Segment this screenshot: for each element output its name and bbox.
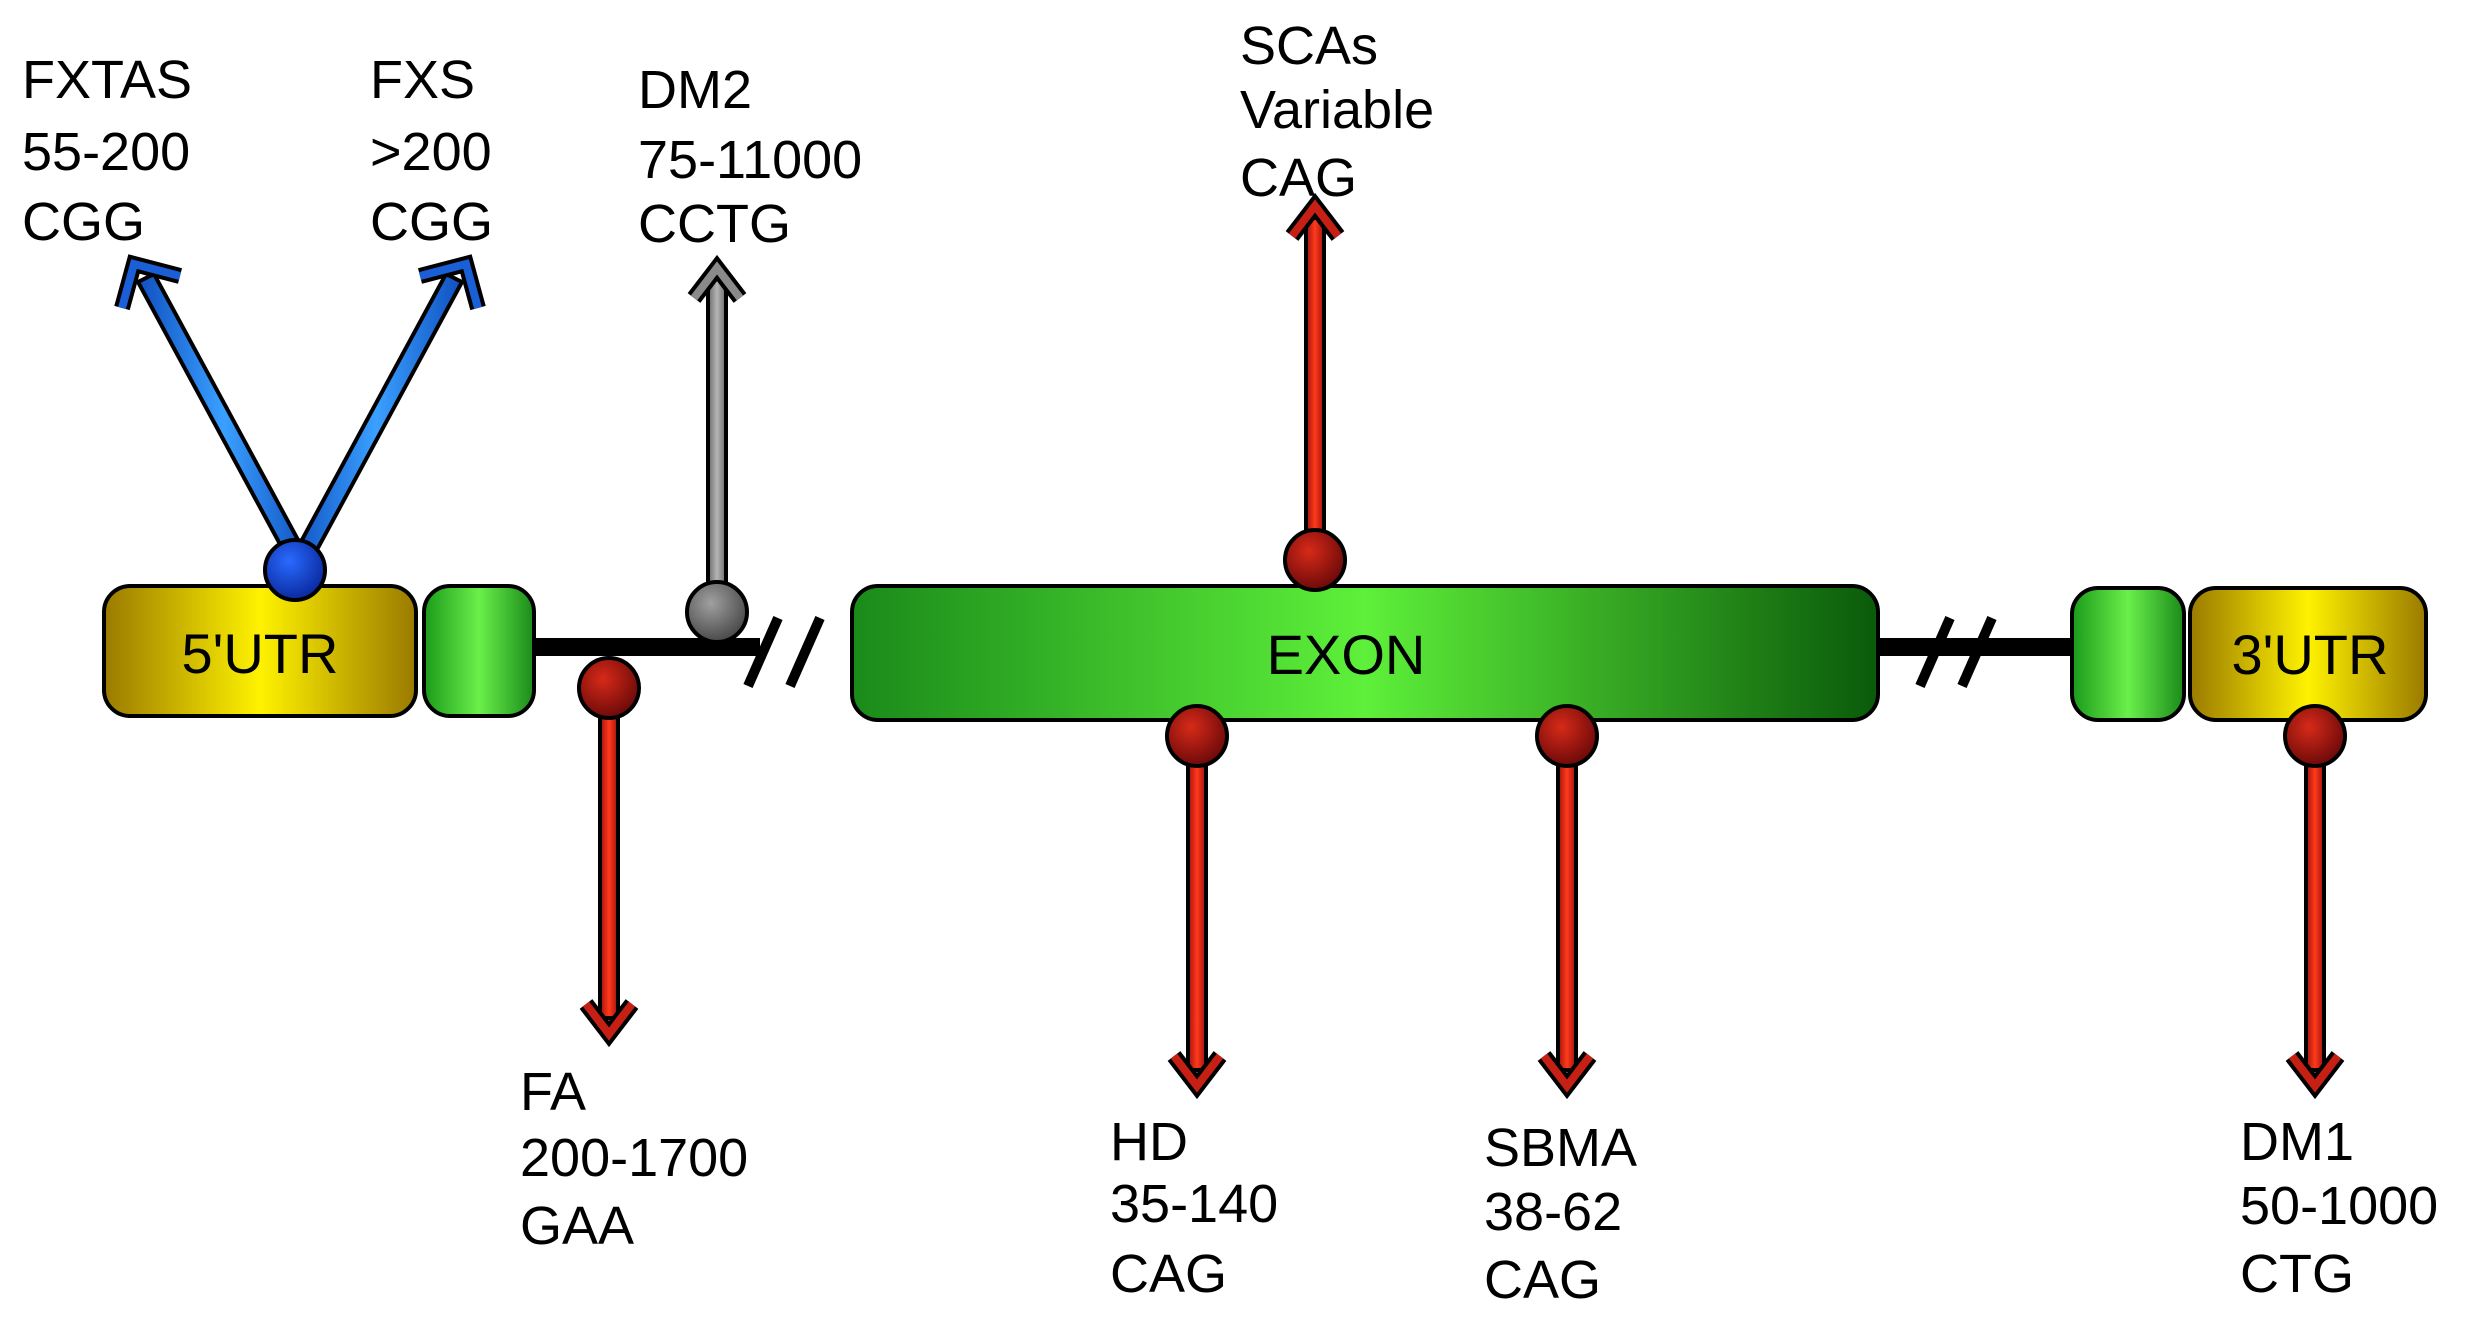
fxs-repeat: CGG <box>370 192 493 252</box>
hd-arrow <box>1167 750 1227 1100</box>
dm2-name: DM2 <box>638 60 752 120</box>
dm2-range: 75-11000 <box>638 130 862 190</box>
fxtas-arrow <box>114 254 313 573</box>
dm1-name: DM1 <box>2240 1112 2354 1172</box>
scas-site-marker <box>1283 528 1347 592</box>
exon-box: EXON <box>850 584 1880 722</box>
sbma-label: SBMA 38-62 CAG <box>1484 1118 1637 1310</box>
scas-arrow <box>1285 192 1345 536</box>
utr3-box: 3'UTR <box>2188 586 2428 722</box>
scas-range: Variable <box>1240 80 1434 140</box>
dm2-repeat: CCTG <box>638 194 791 254</box>
hd-repeat: CAG <box>1110 1244 1227 1304</box>
fa-arrow <box>579 702 639 1048</box>
fa-label: FA 200-1700 GAA <box>520 1062 748 1256</box>
small-exon-left <box>422 584 536 718</box>
fxtas-range: 55-200 <box>22 122 190 182</box>
fxs-range: >200 <box>370 122 492 182</box>
dm1-site-marker <box>2283 704 2347 768</box>
hd-name: HD <box>1110 1112 1188 1172</box>
small-exon-right <box>2070 586 2186 722</box>
dm1-label: DM1 50-1000 CTG <box>2240 1112 2438 1304</box>
dm1-range: 50-1000 <box>2240 1176 2438 1236</box>
exon-label: EXON <box>1267 623 1426 686</box>
fxs-name: FXS <box>370 50 475 110</box>
left-break-mark <box>743 615 825 689</box>
hd-label: HD 35-140 CAG <box>1110 1112 1278 1304</box>
dm2-arrow <box>687 254 747 586</box>
sbma-repeat: CAG <box>1484 1250 1601 1310</box>
fa-site-marker <box>577 656 641 720</box>
fa-repeat: GAA <box>520 1196 634 1256</box>
hd-site-marker <box>1165 704 1229 768</box>
sbma-range: 38-62 <box>1484 1182 1622 1242</box>
dm1-repeat: CTG <box>2240 1244 2354 1304</box>
gene-backbone <box>520 638 2070 656</box>
sbma-name: SBMA <box>1484 1118 1637 1178</box>
dm2-label: DM2 75-11000 CCTG <box>638 60 862 254</box>
sbma-site-marker <box>1535 704 1599 768</box>
fxs-arrow <box>287 254 486 573</box>
hd-range: 35-140 <box>1110 1174 1278 1234</box>
scas-name: SCAs <box>1240 16 1378 76</box>
sbma-arrow <box>1537 750 1597 1100</box>
fa-name: FA <box>520 1062 586 1122</box>
utr5-label: 5'UTR <box>182 622 339 685</box>
fa-range: 200-1700 <box>520 1128 748 1188</box>
dm2-site-marker <box>685 580 749 644</box>
utr5-box: 5'UTR <box>102 584 418 718</box>
fxtas-label: FXTAS 55-200 CGG <box>22 50 192 252</box>
scas-repeat: CAG <box>1240 148 1357 208</box>
fxtas-repeat: CGG <box>22 192 145 252</box>
utr3-label: 3'UTR <box>2232 623 2389 686</box>
dm1-arrow <box>2285 750 2345 1100</box>
fxtas-fxs-site-marker <box>263 538 327 602</box>
fxtas-name: FXTAS <box>22 50 192 110</box>
fxs-label: FXS >200 CGG <box>370 50 493 252</box>
right-break-mark <box>1915 615 1997 689</box>
scas-label: SCAs Variable CAG <box>1240 16 1434 208</box>
